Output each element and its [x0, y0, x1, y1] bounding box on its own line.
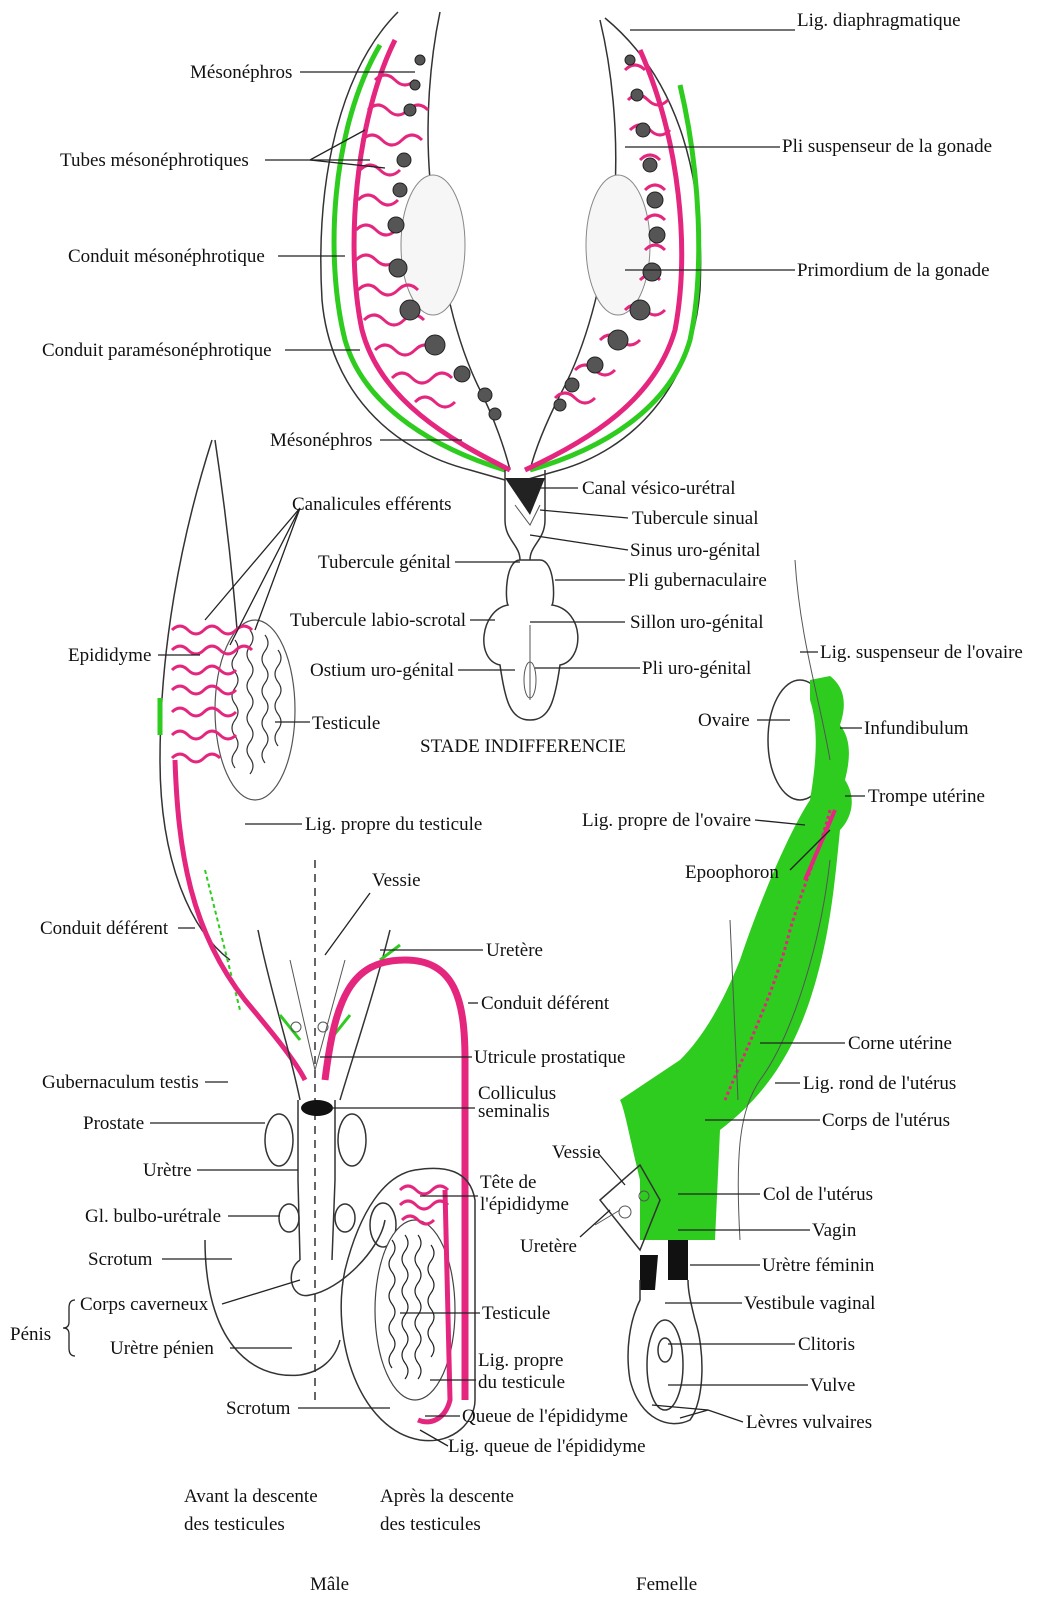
- caption-male: Mâle: [310, 1574, 349, 1595]
- label-tete-de: Tête de: [480, 1172, 536, 1193]
- caption-stade-indifferencie: STADE INDIFFERENCIE: [420, 736, 626, 757]
- label-lig-rond: Lig. rond de l'utérus: [803, 1073, 956, 1094]
- prostate-right: [338, 1114, 366, 1166]
- label-conduit-paramesonephrotique: Conduit paramésonéphrotique: [42, 340, 272, 361]
- label-corps-caverneux: Corps caverneux: [80, 1294, 209, 1315]
- caption-apres-1: Après la descente: [380, 1486, 514, 1507]
- label-vestibule-vaginal: Vestibule vaginal: [744, 1293, 875, 1314]
- label-pli-gubernaculaire: Pli gubernaculaire: [628, 570, 767, 591]
- label-vulve: Vulve: [810, 1375, 855, 1396]
- label-penis: Pénis: [10, 1324, 51, 1345]
- label-lig-propre2-1: Lig. propre: [478, 1350, 563, 1371]
- label-uretere-female: Uretère: [520, 1236, 577, 1257]
- label-uretre-penien: Urètre pénien: [110, 1338, 214, 1359]
- caption-avant-1: Avant la descente: [184, 1486, 318, 1507]
- label-seminalis: seminalis: [478, 1101, 550, 1122]
- label-conduit-deferent-left: Conduit déférent: [40, 918, 169, 939]
- label-lig-propre-ovaire: Lig. propre de l'ovaire: [582, 810, 751, 831]
- label-trompe-uterine: Trompe utérine: [868, 786, 985, 807]
- label-testicule-after: Testicule: [482, 1303, 550, 1324]
- label-uretre-feminin: Urètre féminin: [762, 1255, 875, 1276]
- label-corps-uterus: Corps de l'utérus: [822, 1110, 950, 1131]
- label-levres-vulvaires: Lèvres vulvaires: [746, 1412, 872, 1433]
- label-uretre: Urètre: [143, 1160, 192, 1181]
- label-tubercule-labio-scrotal: Tubercule labio-scrotal: [290, 610, 466, 631]
- label-vessie-female: Vessie: [552, 1142, 601, 1163]
- label-infundibulum: Infundibulum: [864, 718, 969, 739]
- label-lig-diaphragmatique: Lig. diaphragmatique: [797, 10, 961, 31]
- prostate-left: [265, 1114, 293, 1166]
- label-conduit-deferent-right: Conduit déférent: [481, 993, 610, 1014]
- caption-apres-2: des testicules: [380, 1514, 481, 1535]
- testicule-after: [375, 1220, 455, 1400]
- label-prostate: Prostate: [83, 1113, 144, 1134]
- label-tubercule-genital: Tubercule génital: [318, 552, 451, 573]
- caption-avant-2: des testicules: [184, 1514, 285, 1535]
- label-sillon-uro-genital: Sillon uro-génital: [630, 612, 764, 633]
- label-l-epididyme: l'épididyme: [480, 1194, 569, 1215]
- label-corne-uterine: Corne utérine: [848, 1033, 952, 1054]
- label-gl-bulbo-uretrale: Gl. bulbo-urétrale: [85, 1206, 221, 1227]
- label-epoophoron: Epoophoron: [685, 862, 779, 883]
- tete-epididyme: [400, 1186, 448, 1224]
- label-conduit-mesonephrotique: Conduit mésonéphrotique: [68, 246, 265, 267]
- label-canal-vesico-uretral: Canal vésico-urétral: [582, 478, 736, 499]
- label-pli-suspenseur: Pli suspenseur de la gonade: [782, 136, 992, 157]
- caption-femelle: Femelle: [636, 1574, 697, 1595]
- label-gubernaculum: Gubernaculum testis: [42, 1072, 199, 1093]
- label-uretere-male: Uretère: [486, 940, 543, 961]
- label-vagin: Vagin: [812, 1220, 857, 1241]
- label-ovaire: Ovaire: [698, 710, 750, 731]
- uterus-tube-green: [620, 676, 852, 1240]
- label-queue-epididyme: Queue de l'épididyme: [462, 1406, 628, 1427]
- testicule-before: [215, 620, 295, 800]
- label-clitoris: Clitoris: [798, 1334, 855, 1355]
- label-canalicules-efferents: Canalicules efférents: [292, 494, 452, 515]
- label-col-uterus: Col de l'utérus: [763, 1184, 873, 1205]
- label-mesonephros-top: Mésonéphros: [190, 62, 292, 83]
- label-lig-suspenseur-ovaire: Lig. suspenseur de l'ovaire: [820, 642, 1023, 663]
- label-lig-queue-epididyme: Lig. queue de l'épididyme: [448, 1436, 646, 1457]
- label-scrotum-bottom: Scrotum: [226, 1398, 291, 1419]
- label-pli-uro-genital: Pli uro-génital: [642, 658, 751, 679]
- label-epididyme: Epididyme: [68, 645, 151, 666]
- label-lig-propre2-2: du testicule: [478, 1372, 565, 1393]
- label-primordium-gonade: Primordium de la gonade: [797, 260, 990, 281]
- label-tubercule-sinual: Tubercule sinual: [632, 508, 758, 529]
- label-tubes-mesonephrotiques: Tubes mésonéphrotiques: [60, 150, 249, 171]
- label-lig-propre-testicule: Lig. propre du testicule: [305, 814, 482, 835]
- label-ostium-uro-genital: Ostium uro-génital: [310, 660, 454, 681]
- label-testicule: Testicule: [312, 713, 380, 734]
- label-scrotum-left: Scrotum: [88, 1249, 153, 1270]
- canal-vesico-uretral: [505, 478, 545, 515]
- label-utricule-prostatique: Utricule prostatique: [474, 1047, 625, 1068]
- genital-tubercle: [484, 560, 578, 720]
- label-vessie-male: Vessie: [372, 870, 421, 891]
- label-mesonephros-low: Mésonéphros: [270, 430, 372, 451]
- conduit-deferent-before: [175, 760, 305, 1080]
- label-sinus-uro-genital: Sinus uro-génital: [630, 540, 760, 561]
